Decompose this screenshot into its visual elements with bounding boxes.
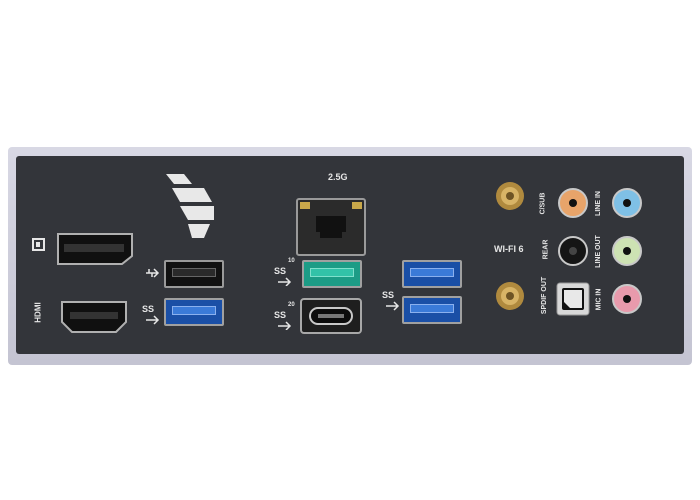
csub-label: C/SUB [539, 192, 547, 215]
superspeed-usb-icon-right: SS [382, 290, 400, 311]
line-out-label: LINE OUT [594, 235, 602, 268]
hdmi-port[interactable] [58, 300, 130, 334]
hdmi-label: HDMI [33, 302, 43, 323]
usb3-port-left[interactable] [164, 298, 224, 326]
usb3-port-right-top[interactable] [402, 260, 462, 288]
superspeed-20gbps-icon: SS [274, 310, 292, 330]
svg-text:SS: SS [142, 304, 154, 314]
rear-jack[interactable] [558, 236, 588, 266]
usb-icon [146, 268, 160, 278]
superspeed-10gbps-icon: SS [274, 266, 292, 286]
mic-in-label: MIC IN [595, 288, 603, 311]
svg-text:SS: SS [382, 290, 394, 300]
ss10-label: 10 [288, 258, 295, 264]
tuf-logo [166, 174, 214, 238]
displayport-icon [32, 238, 45, 251]
displayport-port[interactable] [56, 232, 134, 266]
wifi-label: WI-FI 6 [494, 244, 524, 254]
line-out-jack[interactable] [612, 236, 642, 266]
csub-jack[interactable] [558, 188, 588, 218]
mic-in-jack[interactable] [612, 284, 642, 314]
svg-text:SS: SS [274, 310, 286, 320]
lan-speed-label: 2.5G [328, 172, 348, 182]
line-in-label: LINE IN [594, 191, 602, 216]
rear-label: REAR [542, 239, 550, 260]
ethernet-port[interactable] [296, 198, 366, 256]
usb-10gbps-port[interactable] [302, 260, 362, 288]
ss20-label: 20 [288, 302, 295, 308]
line-in-jack[interactable] [612, 188, 642, 218]
superspeed-usb-icon: SS [142, 304, 160, 325]
io-panel: HDMI SS 2.5G SS 10 SS 20 SS [16, 156, 684, 354]
usb2-port[interactable] [164, 260, 224, 288]
wifi-antenna-connector-bottom[interactable] [494, 278, 526, 314]
spdif-optical-port[interactable] [556, 282, 590, 316]
usb-c-port[interactable] [300, 298, 362, 334]
svg-text:SS: SS [274, 266, 286, 276]
usb3-port-right-bottom[interactable] [402, 296, 462, 324]
spdif-label: SPDIF OUT [541, 276, 549, 315]
wifi-antenna-connector-top[interactable] [494, 178, 526, 214]
